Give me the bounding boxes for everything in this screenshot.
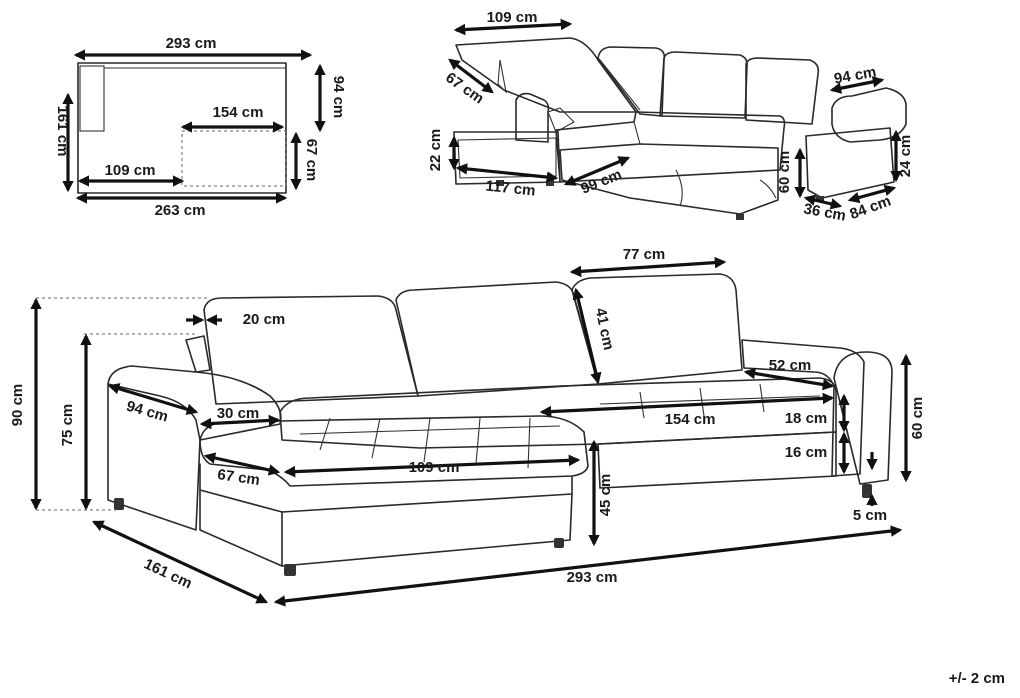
plan-width-bottom-label: 263 cm xyxy=(155,202,206,219)
foot-2 xyxy=(284,564,296,576)
base-height-label: 16 cm xyxy=(785,444,828,461)
seat-tufting xyxy=(299,383,821,469)
plan-left-arm xyxy=(79,65,105,132)
total-width-label: 293 cm xyxy=(567,569,618,586)
plan-back-depth-label: 94 cm xyxy=(330,76,347,119)
storage-seat xyxy=(555,111,786,183)
cushion-width-label: 77 cm xyxy=(623,246,666,263)
storage-arm-cushion xyxy=(831,87,907,143)
right-seat-depth-label: 52 cm xyxy=(769,357,812,374)
plan-width-top-label: 293 cm xyxy=(166,35,217,52)
chaise-length-label: 109 cm xyxy=(409,459,460,476)
storage-lid-depth-label: 67 cm xyxy=(442,69,487,107)
storage-right-arm xyxy=(805,127,895,199)
storage-lid-width-label: 109 cm xyxy=(487,9,538,26)
plan-depth-label: 161 cm xyxy=(54,106,71,157)
total-height-label: 90 cm xyxy=(9,384,26,427)
arm-height-left-label: 75 cm xyxy=(59,404,76,447)
storage-height-label: 22 cm xyxy=(427,129,444,172)
chaise-depth-label: 67 cm xyxy=(216,466,260,489)
main-seat xyxy=(279,377,837,449)
storage-cushion-2 xyxy=(659,51,748,119)
main-view: 77 cm 20 cm 41 cm 52 cm 90 cm 75 cm 94 c… xyxy=(9,246,926,607)
plan-chaise xyxy=(181,130,287,187)
foot-3 xyxy=(554,538,564,548)
foot-1 xyxy=(114,498,124,510)
plan-view: 293 cm 161 cm 94 cm 154 cm 67 cm 109 cm … xyxy=(54,35,347,219)
seat-cushion-height-label: 18 cm xyxy=(785,410,828,427)
seat-length-label: 154 cm xyxy=(665,411,716,428)
arm-height-right-label: 60 cm xyxy=(909,397,926,440)
leg-height-label: 5 cm xyxy=(853,507,887,524)
storage-arm-height-label: 24 cm xyxy=(897,135,914,178)
arm-width-left-label: 30 cm xyxy=(217,405,260,422)
storage-cushion-3 xyxy=(745,57,820,125)
storage-arm-depth-label: 84 cm xyxy=(848,193,894,224)
foot-4 xyxy=(862,484,872,498)
seat-height-label: 45 cm xyxy=(597,474,614,517)
tolerance-note: +/- 2 cm xyxy=(949,670,1005,687)
storage-bed-height-label: 60 cm xyxy=(776,151,793,194)
storage-arm-width-label: 94 cm xyxy=(833,64,878,88)
storage-view: 109 cm 67 cm 22 cm 117 cm 99 cm 60 cm 94… xyxy=(427,9,914,225)
total-depth-label: 161 cm xyxy=(141,555,194,592)
storage-arm-inner-label: 36 cm xyxy=(802,201,847,225)
back-cushion-1 xyxy=(203,295,419,405)
storage-width-label: 117 cm xyxy=(485,177,537,199)
plan-chaise-width-label: 109 cm xyxy=(105,162,156,179)
back-cushion-2 xyxy=(395,281,599,397)
plan-seat-width-label: 154 cm xyxy=(213,104,264,121)
back-thickness-label: 20 cm xyxy=(243,311,286,328)
backrest-height-label: 41 cm xyxy=(592,306,617,351)
storage-lid xyxy=(455,37,637,113)
plan-chaise-depth-label: 67 cm xyxy=(303,139,320,182)
